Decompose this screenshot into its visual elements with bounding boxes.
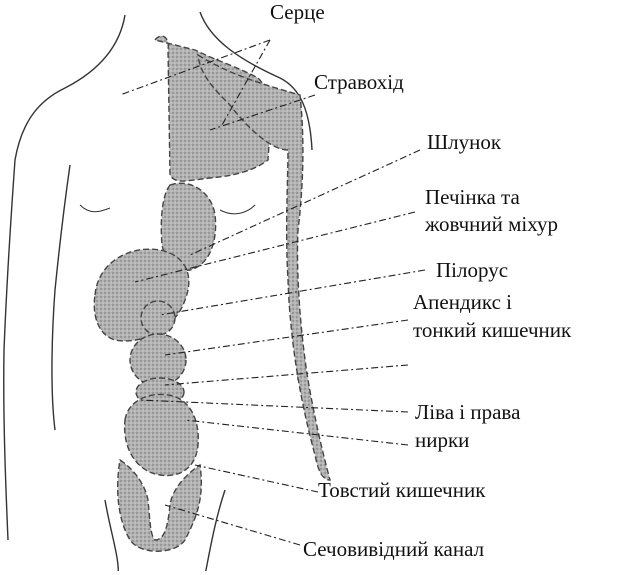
label-heart: Серце: [270, 0, 325, 25]
label-kidneys-line1: Ліва і права: [415, 400, 520, 425]
label-stomach: Шлунок: [427, 130, 501, 155]
appendix-leader: [165, 320, 408, 355]
liver-shape: [94, 249, 189, 341]
kidneys-leader-2: [185, 420, 408, 445]
pylorus-shape: [141, 301, 175, 335]
large-intestine-leader: [195, 465, 318, 492]
label-esophagus: Стравохід: [314, 70, 404, 95]
label-large-intestine: Товстий кишечник: [318, 478, 485, 503]
label-appendix-line2: тонкий кишечник: [413, 318, 571, 343]
small-intestine-leader: [165, 365, 408, 385]
label-liver-line2: жовчний міхур: [425, 212, 558, 237]
label-appendix-line1: Апендикс і: [413, 290, 512, 315]
label-pylorus: Пілорус: [436, 258, 508, 283]
kidneys-shape: [125, 394, 199, 475]
label-liver-line1: Печінка та: [425, 185, 520, 210]
label-urethra: Сечовивідний канал: [303, 537, 484, 562]
label-kidneys-line2: нирки: [415, 428, 469, 453]
organs: [94, 36, 330, 551]
